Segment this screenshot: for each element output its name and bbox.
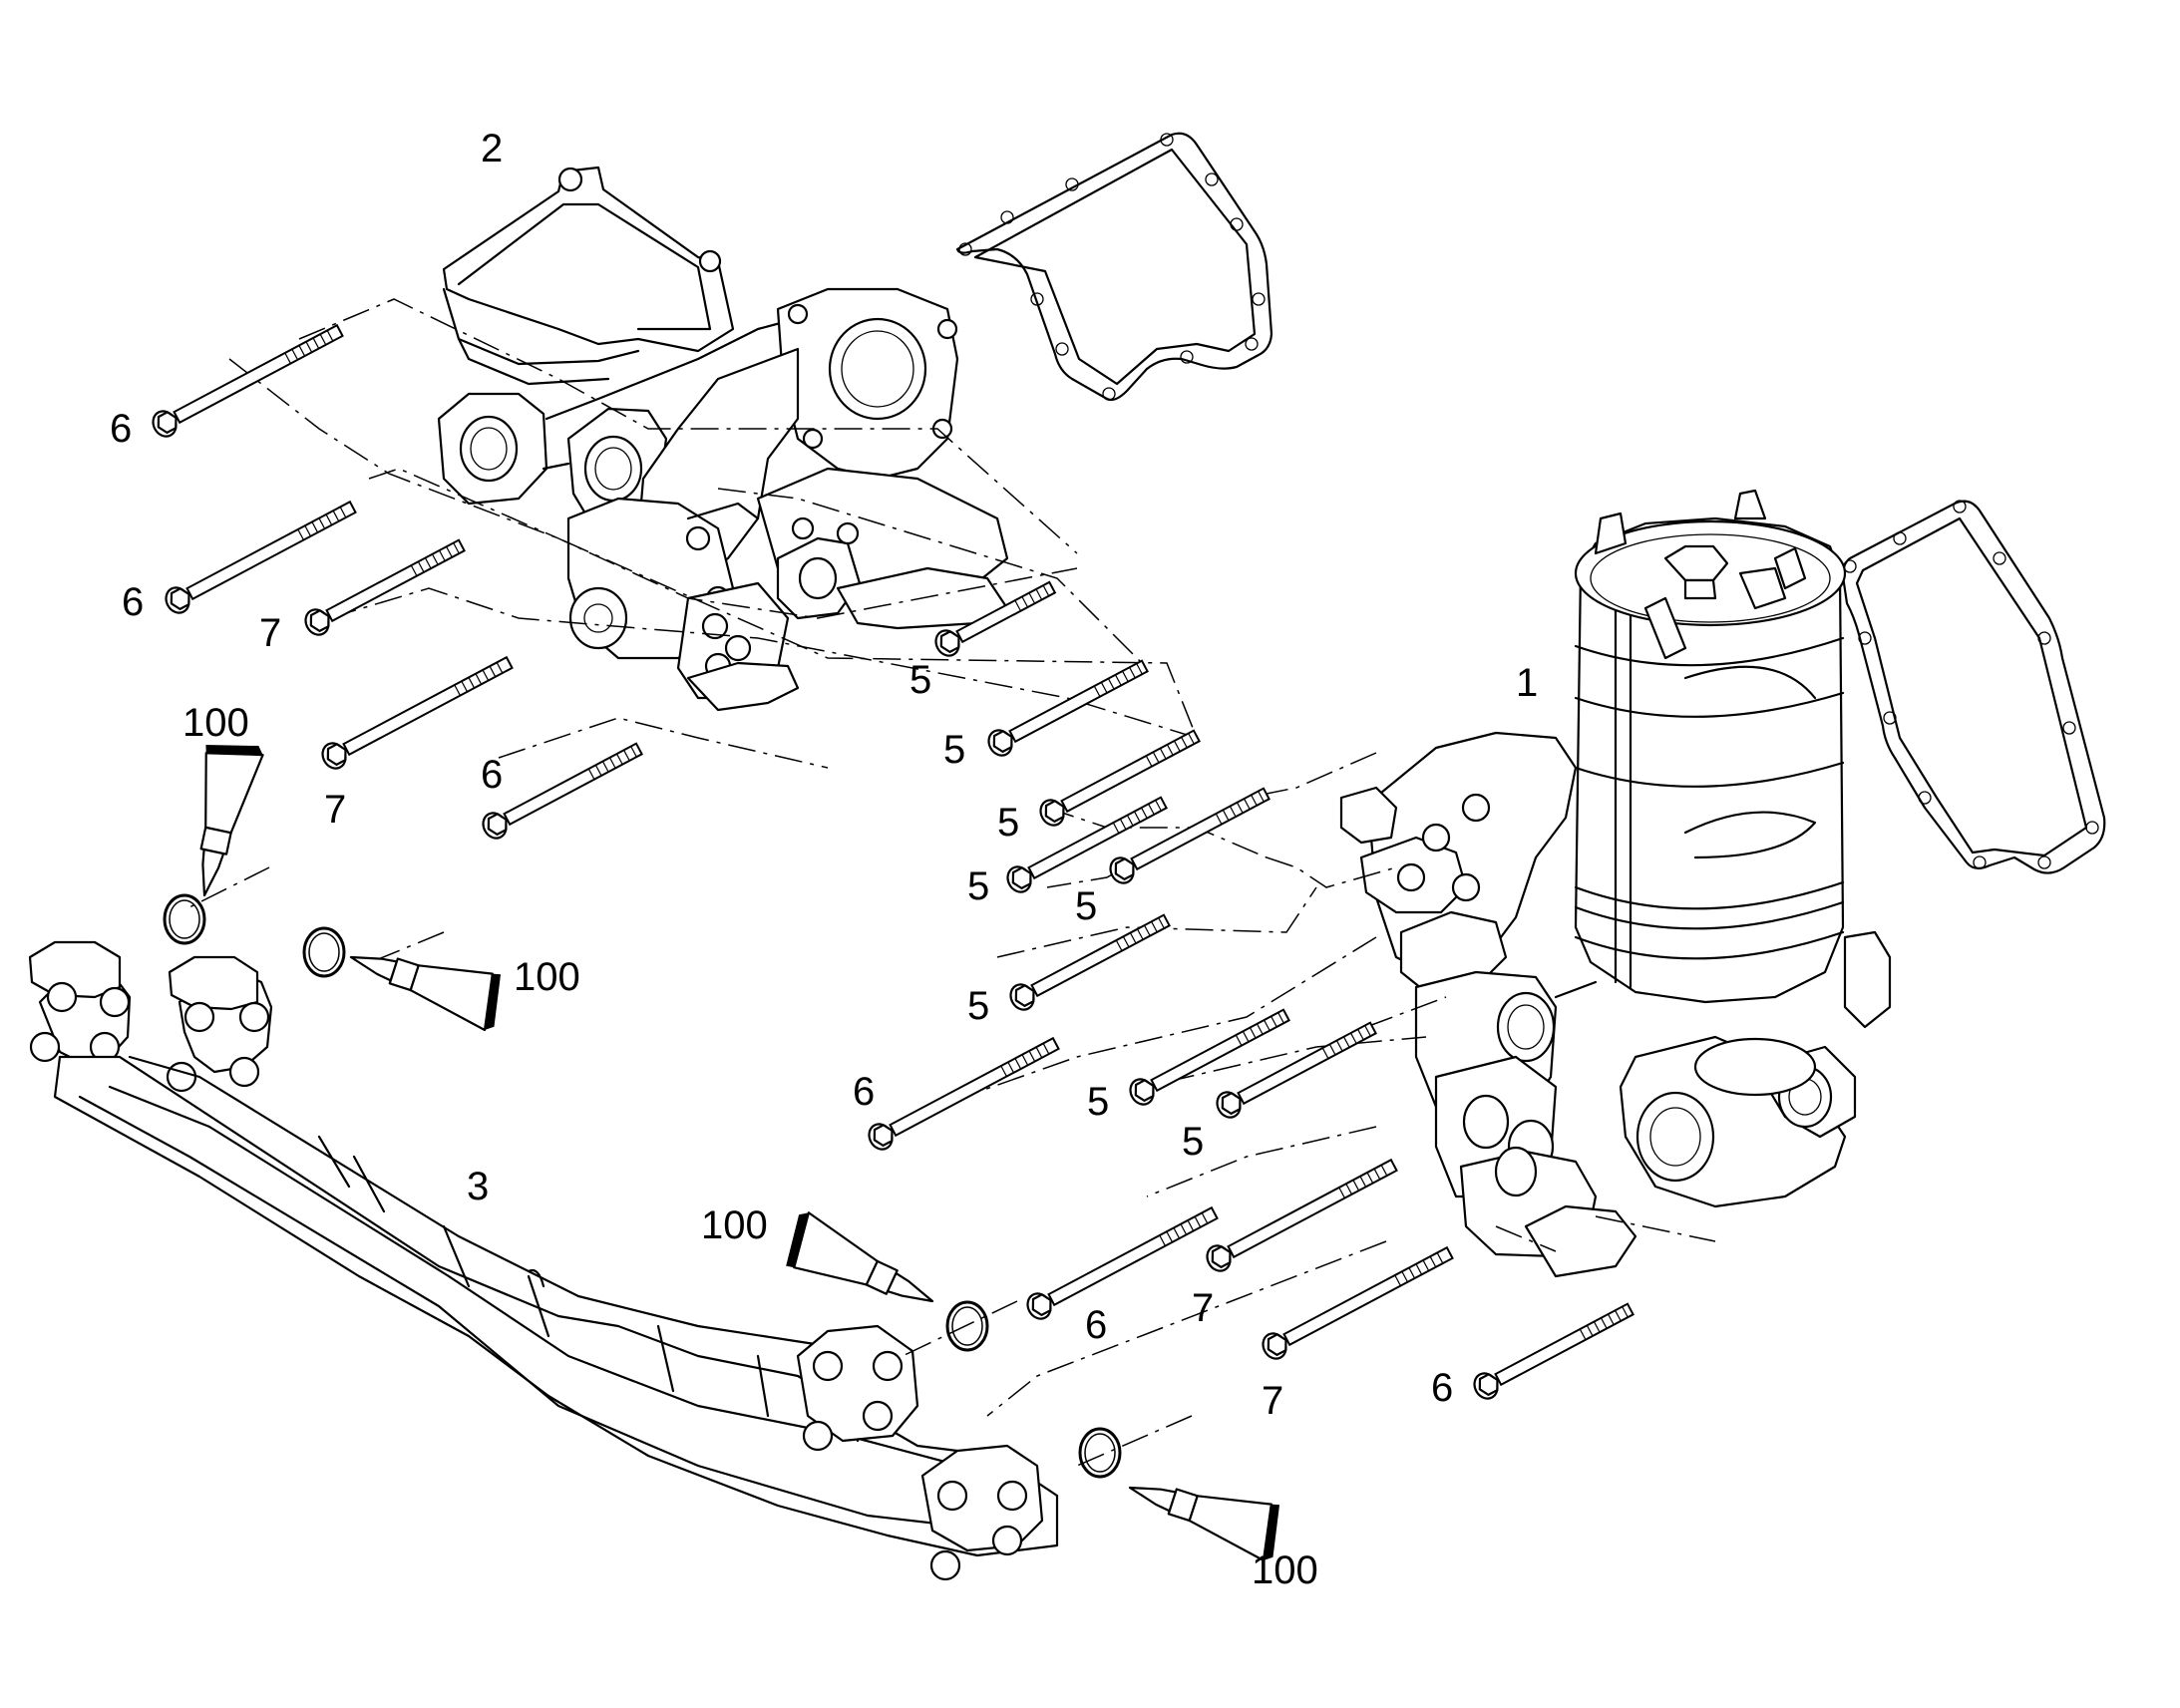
callout-1: 1 xyxy=(1516,661,1538,705)
callout-labels: 1 2 3 5 5 5 5 5 5 5 5 6 6 6 6 6 6 7 7 7 … xyxy=(110,127,1538,1592)
callout-6: 6 xyxy=(122,580,144,624)
callout-7: 7 xyxy=(259,611,281,655)
gasket-upper xyxy=(955,132,1273,402)
callout-5: 5 xyxy=(909,658,931,702)
pipe-assembly xyxy=(28,940,1059,1581)
callout-6: 6 xyxy=(481,753,503,797)
callout-5: 5 xyxy=(1087,1080,1109,1124)
callout-7: 7 xyxy=(1192,1286,1214,1330)
callout-6: 6 xyxy=(110,407,132,451)
callout-100: 100 xyxy=(514,955,580,999)
gasket-right xyxy=(1841,500,2106,874)
callout-5: 5 xyxy=(967,864,989,908)
callout-5: 5 xyxy=(1075,884,1097,928)
callout-100: 100 xyxy=(182,701,249,745)
callout-6: 6 xyxy=(853,1070,875,1114)
housing-upper xyxy=(437,166,1009,712)
callout-7: 7 xyxy=(324,788,346,832)
callout-5: 5 xyxy=(997,801,1019,845)
callout-3: 3 xyxy=(467,1165,489,1208)
callout-5: 5 xyxy=(1182,1120,1204,1164)
callout-100: 100 xyxy=(1252,1548,1318,1592)
callout-7: 7 xyxy=(1262,1379,1283,1423)
alignment-lines xyxy=(188,298,1716,1467)
callout-5: 5 xyxy=(943,728,965,772)
callout-5: 5 xyxy=(967,984,989,1028)
callout-6: 6 xyxy=(1085,1303,1107,1347)
callout-100: 100 xyxy=(701,1203,768,1247)
filter-housing xyxy=(1339,489,1892,1278)
callout-2: 2 xyxy=(481,127,503,171)
callout-6: 6 xyxy=(1431,1366,1453,1410)
